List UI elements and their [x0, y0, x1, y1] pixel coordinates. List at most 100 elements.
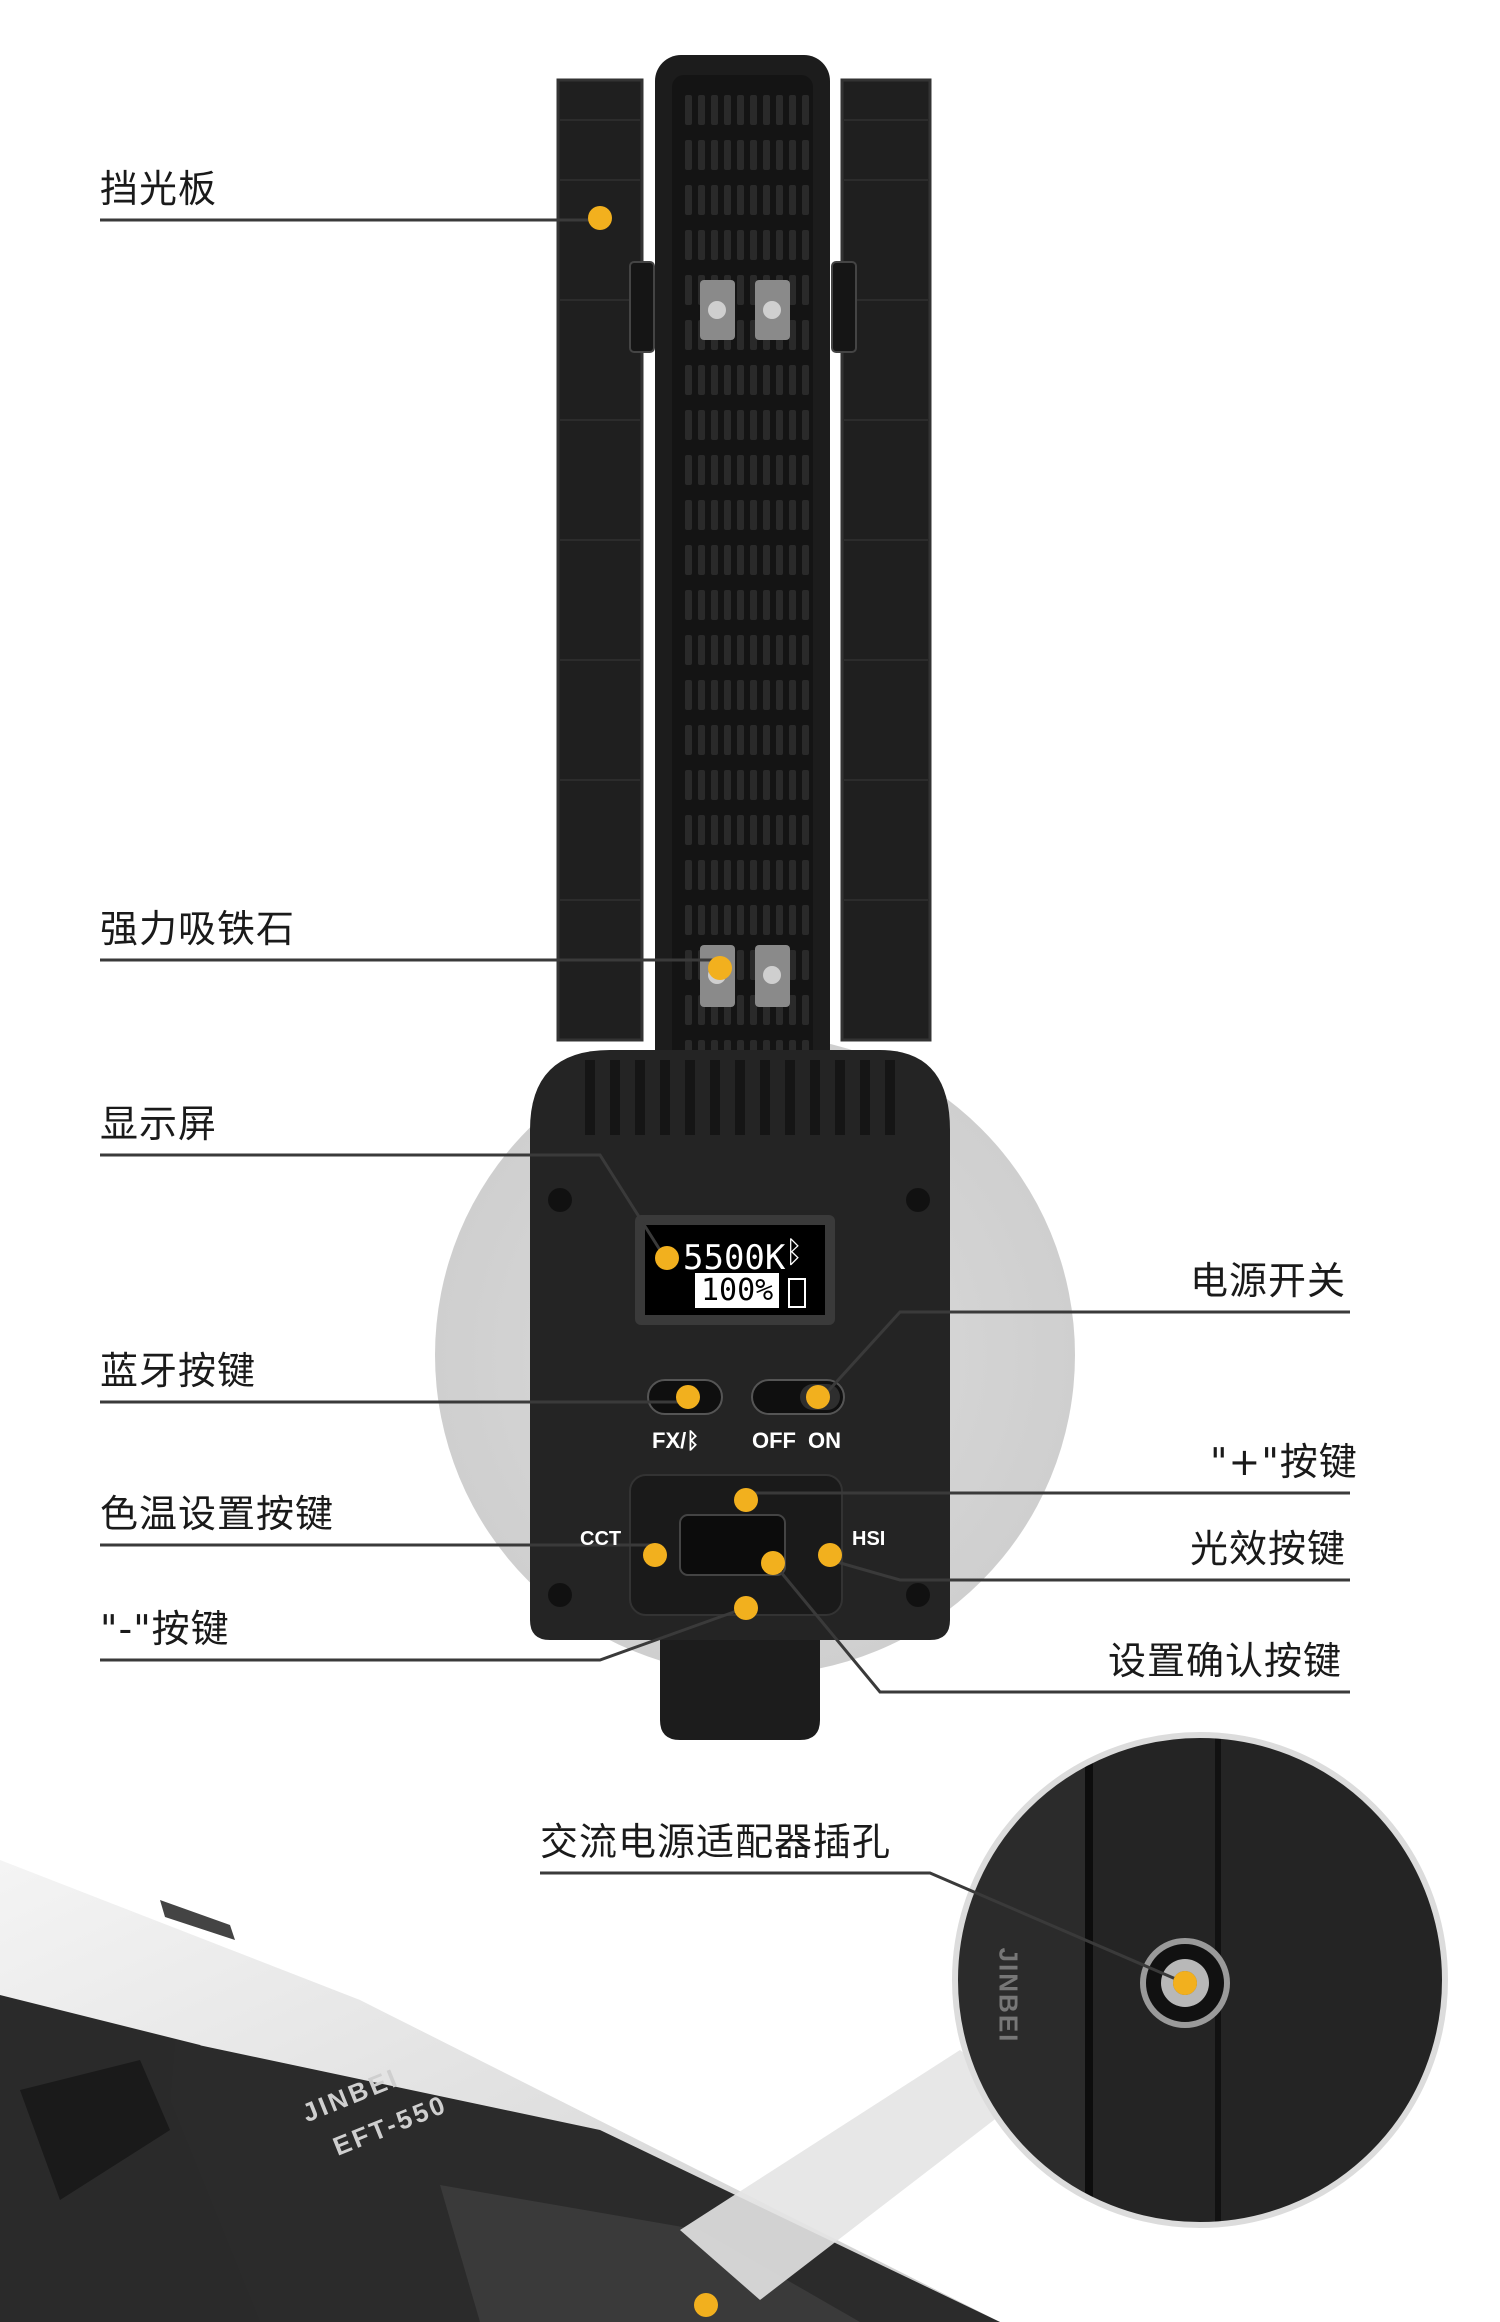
heatsink-fin — [737, 815, 744, 845]
heatsink-fin — [711, 635, 718, 665]
cct-label: CCT — [580, 1528, 622, 1550]
heatsink-fin — [763, 185, 770, 215]
heatsink-fin — [685, 680, 692, 710]
heatsink-fin — [789, 680, 796, 710]
marker-dot-icon — [708, 956, 732, 980]
zoom-circle — [952, 1732, 1448, 2228]
heatsink-fin — [789, 995, 796, 1025]
heatsink-fin — [698, 725, 705, 755]
marker-dot-icon — [655, 1246, 679, 1270]
leader-display — [100, 1153, 662, 1251]
heatsink-fin — [711, 365, 718, 395]
heatsink-fin — [789, 95, 796, 125]
heatsink-fin — [750, 95, 757, 125]
heatsink-fin — [763, 905, 770, 935]
marker-dot-icon — [761, 1551, 785, 1575]
marker-dot-icon — [588, 206, 612, 230]
heatsink-fin — [698, 185, 705, 215]
heatsink-fin — [737, 635, 744, 665]
label-barn-doors: 挡光板 — [100, 167, 218, 211]
heatsink-fin — [724, 95, 731, 125]
heatsink-fin — [802, 185, 809, 215]
heatsink-fin — [776, 680, 783, 710]
heatsink-fin — [737, 995, 744, 1025]
heatsink-fin — [685, 140, 692, 170]
heatsink-fin — [724, 185, 731, 215]
heatsink-fin — [763, 815, 770, 845]
bluetooth-icon: ᛒ — [785, 1235, 803, 1270]
marker-dot-icon — [643, 1543, 667, 1567]
heatsink-fin — [685, 725, 692, 755]
heatsink-fin — [737, 680, 744, 710]
heatsink-fin — [802, 140, 809, 170]
leader-confirm — [773, 1564, 1350, 1694]
heatsink-fin — [698, 905, 705, 935]
heatsink-fin — [711, 905, 718, 935]
heatsink-fin — [724, 635, 731, 665]
heatsink-fin — [698, 455, 705, 485]
heatsink-fin — [724, 545, 731, 575]
heatsink-fin — [789, 275, 796, 305]
heatsink-fin — [802, 500, 809, 530]
heatsink-fin — [750, 815, 757, 845]
heatsink-fin — [698, 860, 705, 890]
heatsink-fin — [789, 230, 796, 260]
heatsink-fin — [711, 860, 718, 890]
heatsink-fin — [750, 725, 757, 755]
heatsink-fin — [698, 590, 705, 620]
heatsink-fin — [711, 500, 718, 530]
heatsink-fin — [698, 230, 705, 260]
leader-power-switch — [818, 1310, 1350, 1402]
heatsink-fin — [802, 950, 809, 980]
heatsink-fin — [802, 905, 809, 935]
heatsink-fin — [685, 95, 692, 125]
label-bluetooth-button: 蓝牙按键 — [100, 1349, 257, 1393]
on-label: ON — [808, 1428, 841, 1453]
heatsink-fin — [789, 365, 796, 395]
heatsink-fin — [763, 545, 770, 575]
heatsink-fin — [750, 140, 757, 170]
heatsink-fin — [724, 230, 731, 260]
heatsink-fin — [685, 320, 692, 350]
lcd-line1: 5500K — [683, 1238, 786, 1278]
heatsink-fin — [711, 230, 718, 260]
heatsink-fin — [698, 545, 705, 575]
heatsink-fin — [750, 410, 757, 440]
heatsink-fin — [776, 590, 783, 620]
zoom-side-brand: JINBEI — [993, 1947, 1024, 2044]
heatsink-fin — [737, 590, 744, 620]
heatsink-fin — [685, 815, 692, 845]
off-label: OFF — [752, 1428, 796, 1453]
heatsink-fin — [802, 635, 809, 665]
heatsink-fin — [698, 680, 705, 710]
heatsink-fin — [789, 860, 796, 890]
heatsink-fin — [737, 500, 744, 530]
heatsink-fin — [698, 635, 705, 665]
heatsink-fin — [685, 995, 692, 1025]
heatsink-fin — [763, 860, 770, 890]
heatsink-fin — [802, 230, 809, 260]
heatsink-fin — [763, 725, 770, 755]
heatsink-fin — [763, 455, 770, 485]
heatsink-fin — [737, 725, 744, 755]
heatsink-fin — [789, 815, 796, 845]
heatsink-fin — [776, 455, 783, 485]
label-power-switch: 电源开关 — [1190, 1259, 1347, 1303]
heatsink-fin — [724, 905, 731, 935]
heatsink-fin — [724, 815, 731, 845]
heatsink-fin — [724, 140, 731, 170]
heatsink-fin — [763, 770, 770, 800]
heatsink-fin — [737, 455, 744, 485]
heatsink-fin — [776, 725, 783, 755]
heatsink-fin — [750, 860, 757, 890]
heatsink-fin — [750, 590, 757, 620]
heatsink-fin — [763, 680, 770, 710]
heatsink-fin — [802, 365, 809, 395]
heatsink-fin — [685, 590, 692, 620]
leader-minus — [100, 1606, 746, 1662]
heatsink-fin — [789, 500, 796, 530]
heatsink-fin — [789, 320, 796, 350]
heatsink-fin — [789, 950, 796, 980]
heatsink-fin — [763, 140, 770, 170]
